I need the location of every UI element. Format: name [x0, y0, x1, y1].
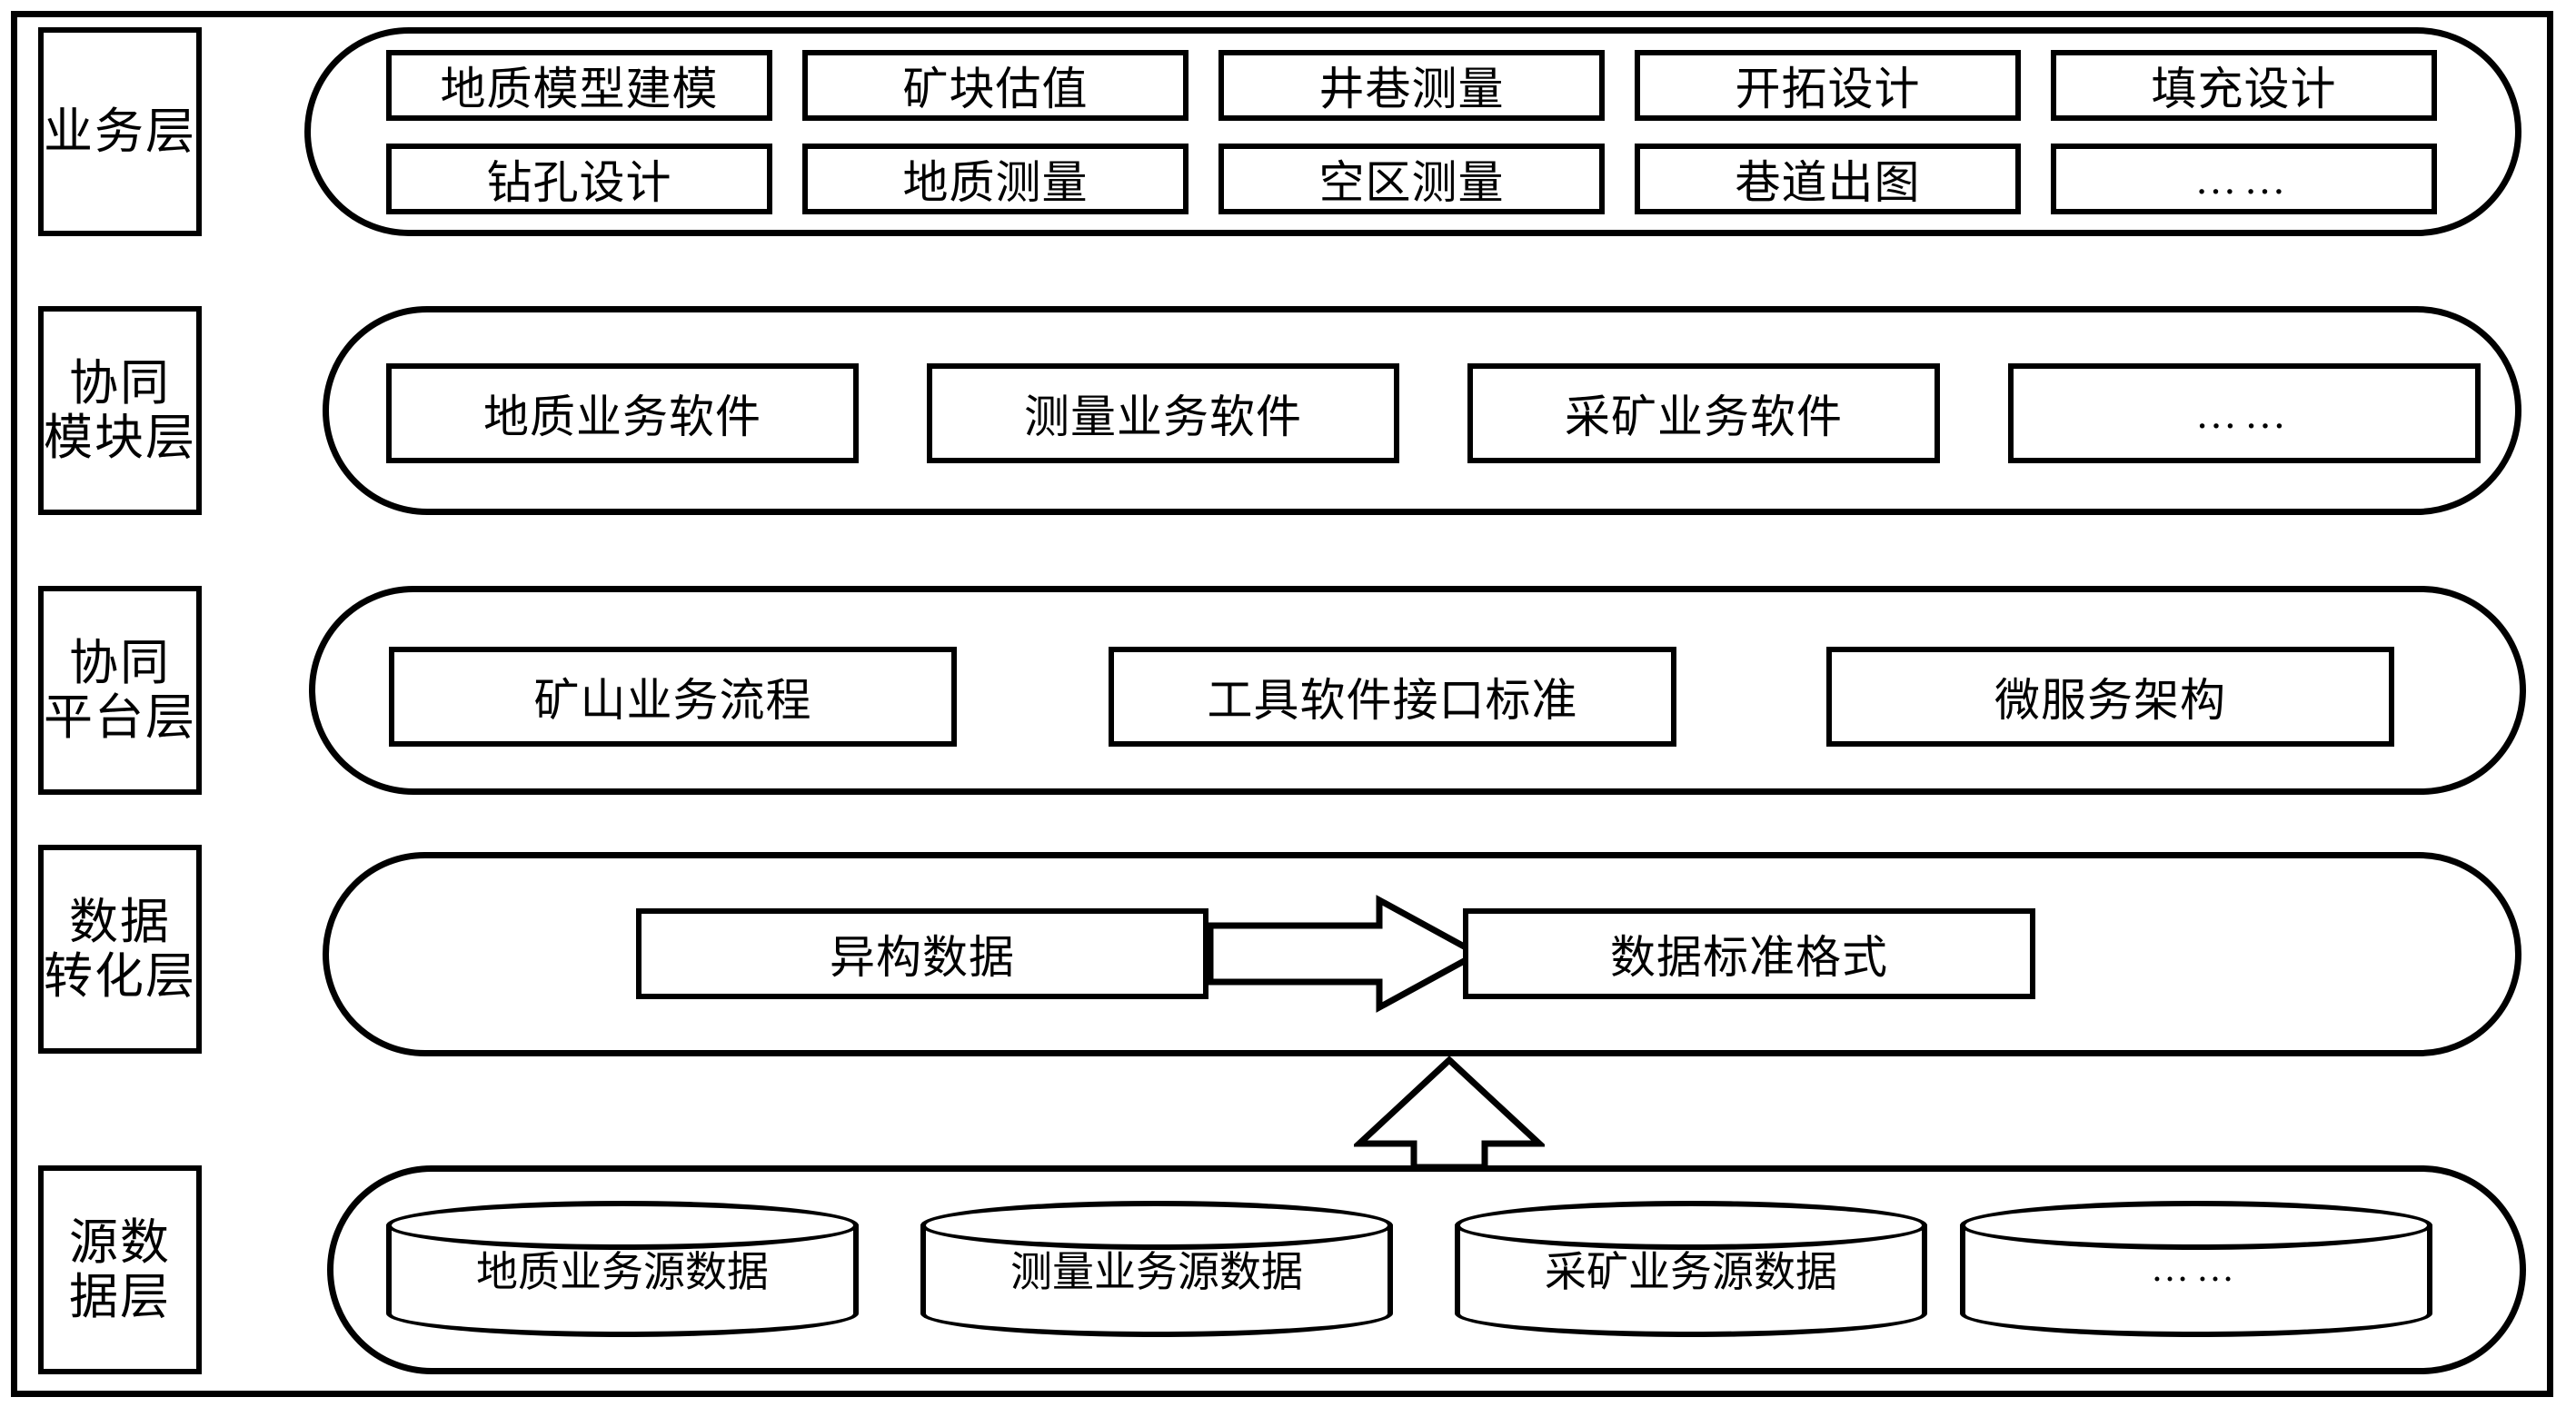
layer-label-collab-platform: 协同 平台层 — [38, 586, 202, 795]
item-module-mining-software[interactable]: 采矿业务软件 — [1467, 363, 1940, 463]
item-business-tunnel-survey[interactable]: 井巷测量 — [1218, 50, 1605, 121]
item-business-void-survey[interactable]: 空区测量 — [1218, 144, 1605, 214]
cylinder-top-ellipse — [1455, 1201, 1927, 1250]
cylinder-more-source-data[interactable]: …… — [1960, 1201, 2432, 1337]
item-transform-heterogeneous-data[interactable]: 异构数据 — [636, 908, 1208, 999]
cylinder-top-ellipse — [386, 1201, 859, 1250]
item-platform-mine-workflow[interactable]: 矿山业务流程 — [389, 647, 957, 747]
item-module-survey-software[interactable]: 测量业务软件 — [927, 363, 1399, 463]
item-business-roadway-plot[interactable]: 巷道出图 — [1635, 144, 2021, 214]
item-transform-standard-format[interactable]: 数据标准格式 — [1463, 908, 2035, 999]
item-business-development-design[interactable]: 开拓设计 — [1635, 50, 2021, 121]
cylinder-label: 测量业务源数据 — [1010, 1249, 1303, 1295]
item-business-geology-survey[interactable]: 地质测量 — [802, 144, 1189, 214]
item-business-backfill-design[interactable]: 填充设计 — [2051, 50, 2437, 121]
item-platform-tool-interface-standard[interactable]: 工具软件接口标准 — [1109, 647, 1676, 747]
up-block-arrow-icon — [1354, 1056, 1545, 1170]
item-business-more[interactable]: …… — [2051, 144, 2437, 214]
cylinder-top-ellipse — [1960, 1201, 2432, 1250]
layer-label-source-data: 源数 据层 — [38, 1165, 202, 1374]
diagram-outer-frame — [11, 11, 2553, 1397]
item-module-geology-software[interactable]: 地质业务软件 — [386, 363, 859, 463]
right-block-arrow-icon — [1208, 895, 1481, 1013]
cylinder-label: 地质业务源数据 — [476, 1249, 769, 1295]
cylinder-geology-source-data[interactable]: 地质业务源数据 — [386, 1201, 859, 1337]
cylinder-mining-source-data[interactable]: 采矿业务源数据 — [1455, 1201, 1927, 1337]
cylinder-label: 采矿业务源数据 — [1545, 1249, 1837, 1295]
item-business-drillhole-design[interactable]: 钻孔设计 — [386, 144, 772, 214]
item-module-more[interactable]: …… — [2008, 363, 2481, 463]
layer-label-data-transform: 数据 转化层 — [38, 845, 202, 1054]
layer-label-business: 业务层 — [38, 27, 202, 236]
cylinder-top-ellipse — [920, 1201, 1393, 1250]
layer-label-collab-module: 协同 模块层 — [38, 306, 202, 515]
item-business-geology-model[interactable]: 地质模型建模 — [386, 50, 772, 121]
item-business-block-valuation[interactable]: 矿块估值 — [802, 50, 1189, 121]
cylinder-survey-source-data[interactable]: 测量业务源数据 — [920, 1201, 1393, 1337]
item-platform-microservice-architecture[interactable]: 微服务架构 — [1826, 647, 2394, 747]
cylinder-label: …… — [2151, 1248, 2242, 1290]
